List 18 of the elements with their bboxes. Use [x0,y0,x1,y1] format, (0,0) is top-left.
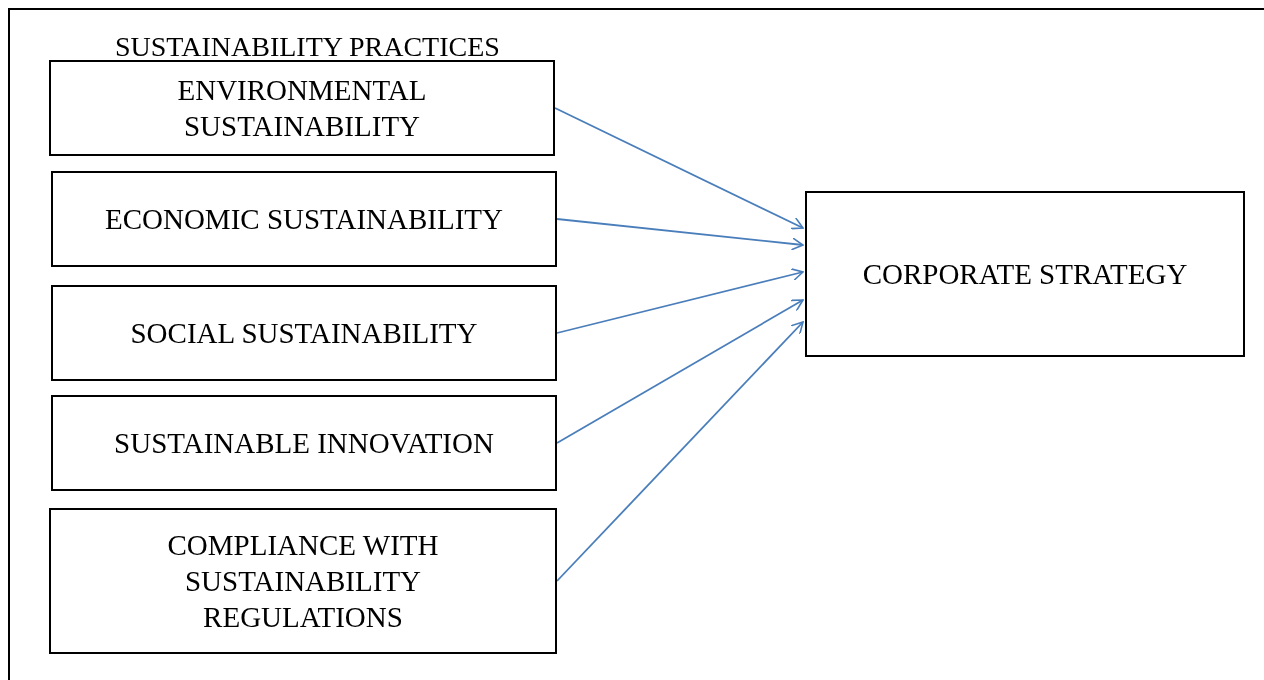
arrow [556,321,804,582]
box-label: ECONOMIC SUSTAINABILITY [105,202,503,237]
arrow [556,299,804,444]
box-label: SOCIAL SUSTAINABILITY [130,316,478,351]
process-box [805,191,1245,357]
diagram-title: SUSTAINABILITY PRACTICES [115,30,500,64]
process-box [51,171,557,267]
arrow [556,268,804,334]
box-label: CORPORATE STRATEGY [862,257,1188,292]
process-box [51,395,557,491]
arrow [554,107,804,230]
process-box [51,285,557,381]
process-box [49,508,557,654]
arrow [556,218,804,251]
box-label: SUSTAINABLE INNOVATION [114,426,494,461]
box-label: COMPLIANCE WITH SUSTAINABILITY REGULATIONS [166,528,440,635]
process-box [49,60,555,156]
box-label: ENVIRONMENTAL SUSTAINABILITY [176,73,428,144]
